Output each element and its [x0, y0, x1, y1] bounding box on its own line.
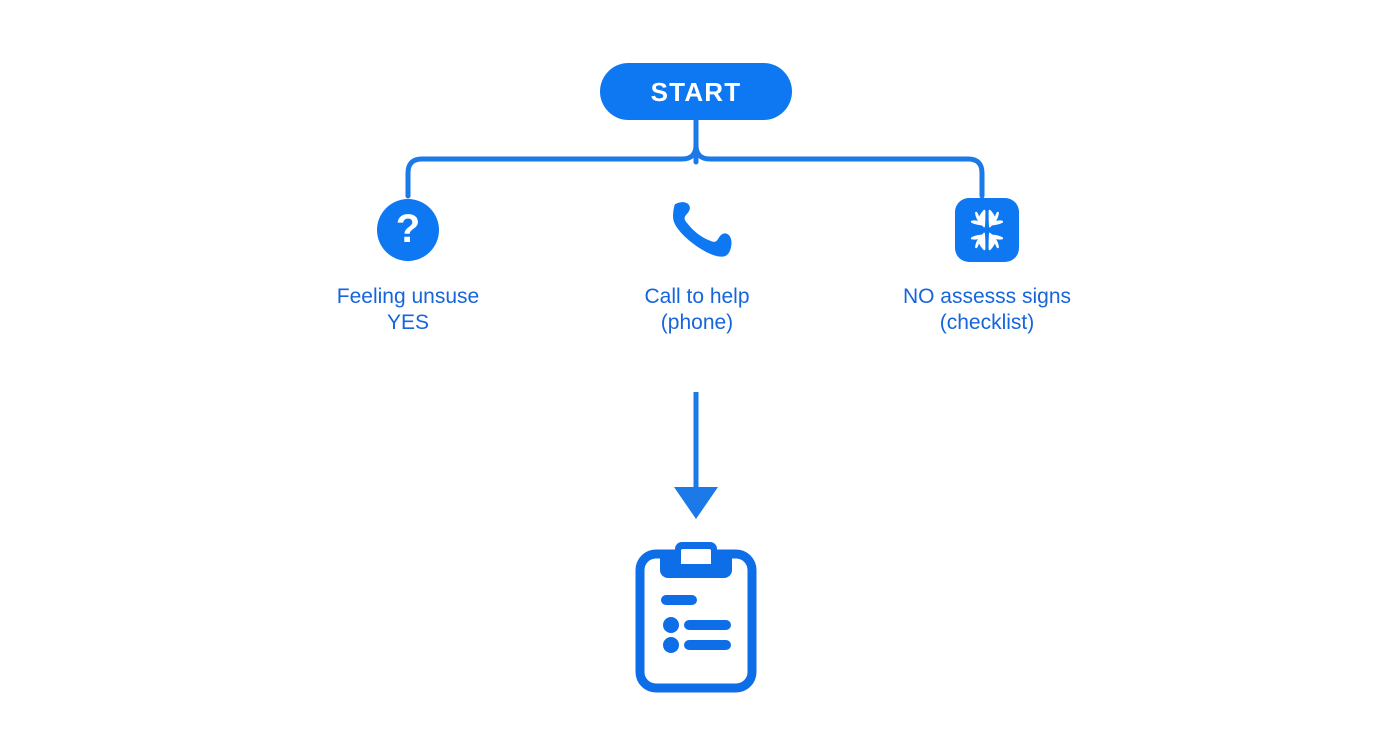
start-node-label: START: [650, 76, 742, 107]
branch-no-assess-signs[interactable]: NO assesss signs (checklist): [857, 190, 1117, 336]
branch-right-label: NO assesss signs (checklist): [902, 285, 1072, 334]
branch-middle-label: Call to help (phone): [644, 285, 750, 334]
start-node[interactable]: START: [600, 63, 792, 120]
question-mark-circle-icon: ?: [377, 199, 439, 261]
phone-handset-icon: [673, 202, 732, 257]
branch-left-label: Feeling unsuse YES: [336, 285, 480, 334]
branch-right-icon-wrap: [857, 190, 1117, 270]
brain-symmetric-glyph: [970, 209, 1004, 251]
clipboard-checklist-icon: [635, 542, 757, 693]
question-mark-glyph: ?: [395, 207, 421, 251]
branch-call-to-help[interactable]: Call to help (phone): [567, 190, 827, 336]
clipboard-bullet-1: [663, 617, 679, 633]
branch-left-icon-wrap: ?: [278, 190, 538, 270]
branch-middle-icon-wrap: [567, 190, 827, 270]
connector-start-stem: [405, 117, 699, 199]
branch-feeling-unsure[interactable]: ? Feeling unsuse YES: [278, 190, 538, 336]
arrow-head: [674, 487, 718, 519]
connector-branch-right: [693, 117, 985, 199]
clipboard-outcome-node[interactable]: [632, 536, 760, 696]
brain-checklist-square-icon: [955, 198, 1019, 262]
clipboard-clip-inner: [681, 549, 711, 564]
clipboard-bullet-2: [663, 637, 679, 653]
